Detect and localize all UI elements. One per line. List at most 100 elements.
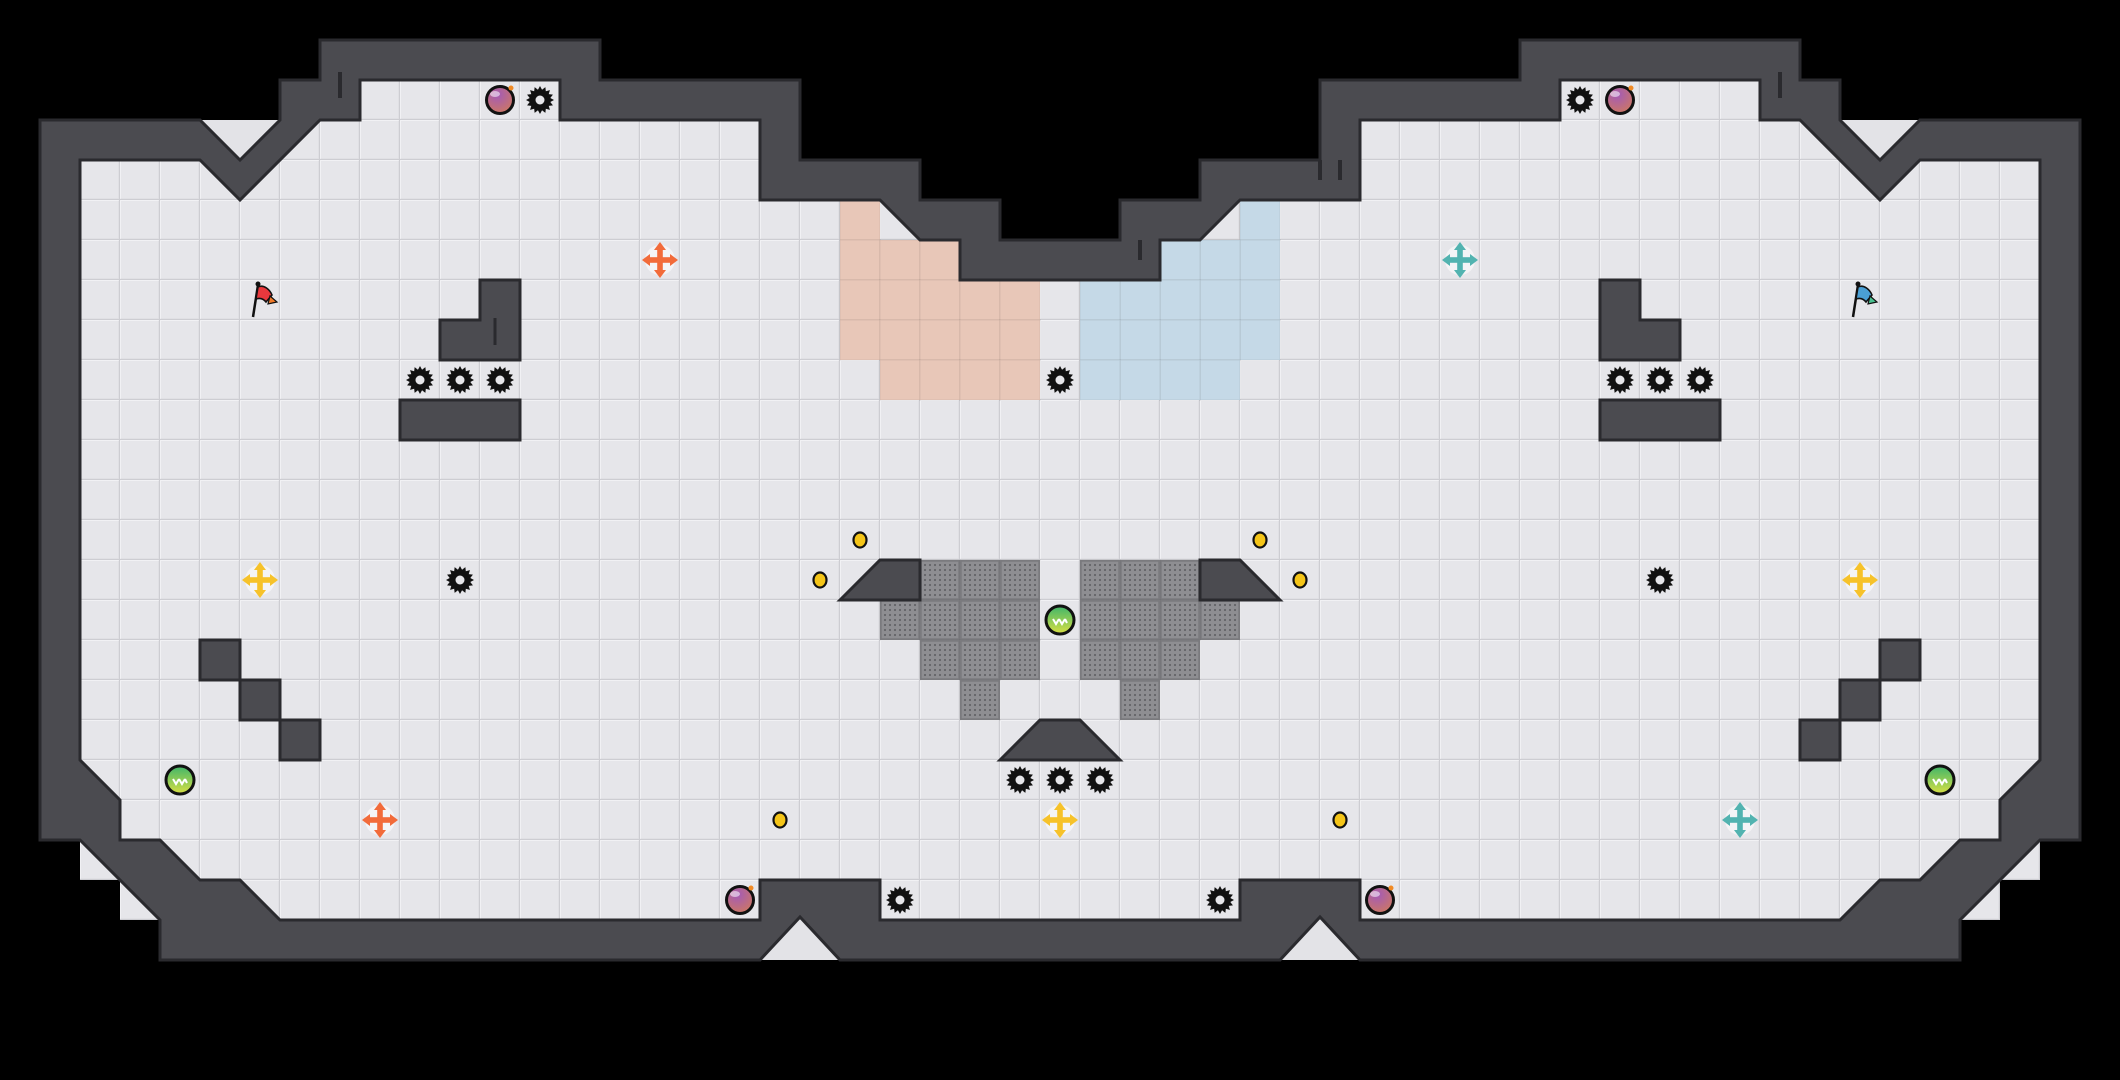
red-team-zone-tile xyxy=(839,319,881,361)
flag-tip xyxy=(1867,294,1879,305)
blue-team-zone-tile xyxy=(1199,359,1241,401)
blue-team-zone-tile xyxy=(1119,279,1161,321)
spike-gear-icon xyxy=(486,366,514,394)
red-team-zone-tile xyxy=(959,319,1001,361)
blue-team-zone-tile xyxy=(1199,279,1241,321)
arrow-right xyxy=(670,254,678,266)
bomb-icon xyxy=(1605,85,1635,115)
red-team-zone-tile xyxy=(919,359,961,401)
bomb-body xyxy=(725,885,755,915)
floor-area xyxy=(80,80,2040,920)
grate-tile xyxy=(1159,599,1201,641)
bomb-fuse xyxy=(508,85,514,91)
blue-team-zone-tile xyxy=(1159,359,1201,401)
blue-team-zone-tile xyxy=(1159,319,1201,361)
spike-gear-icon xyxy=(1086,766,1114,794)
red-team-zone-tile xyxy=(839,199,881,241)
spike-gear-icon xyxy=(526,86,554,114)
arrow-down xyxy=(254,590,266,598)
arrow-left xyxy=(1442,254,1450,266)
arrow-left xyxy=(362,814,370,826)
blue-team-zone-tile xyxy=(1239,239,1281,281)
cross-bar-h xyxy=(1728,817,1752,823)
spike-gear-icon xyxy=(1646,366,1674,394)
grate-tile xyxy=(959,559,1001,601)
green-orb-icon xyxy=(1044,604,1076,636)
grate-tile xyxy=(999,559,1041,601)
arrow-up xyxy=(1734,802,1746,810)
red-team-zone-tile xyxy=(959,359,1001,401)
wall-ramp xyxy=(836,558,922,602)
bomb-body xyxy=(485,85,515,115)
orb-marks xyxy=(172,778,188,786)
bomb-shine xyxy=(1610,91,1620,97)
flag-knob xyxy=(255,281,261,287)
red-team-zone-tile xyxy=(999,279,1041,321)
arrow-up xyxy=(254,562,266,570)
arrow-down xyxy=(374,830,386,838)
spike-hole xyxy=(495,375,505,385)
red-flag-icon xyxy=(251,281,279,318)
arrow-up xyxy=(1054,802,1066,810)
spike-gear-icon xyxy=(1646,566,1674,594)
four-way-arrow-icon xyxy=(362,802,398,838)
flag-knob xyxy=(1855,281,1861,287)
bomb-shine xyxy=(730,891,740,897)
grate-tile xyxy=(1159,559,1201,601)
blue-team-zone-tile xyxy=(1239,319,1281,361)
floor-notch xyxy=(200,120,280,165)
flag-cloth xyxy=(1854,285,1873,304)
cross-bar-h xyxy=(1448,257,1472,263)
spike-hole xyxy=(1655,575,1665,585)
green-orb-icon xyxy=(164,764,196,796)
four-way-arrow-icon xyxy=(1842,562,1878,598)
arrow-right xyxy=(1750,814,1758,826)
red-team-zone-tile xyxy=(919,239,961,281)
bomb-body xyxy=(1605,85,1635,115)
cross-bar-h xyxy=(1848,577,1872,583)
flag-cloth xyxy=(254,285,273,304)
arrow-up xyxy=(654,242,666,250)
bomb-icon xyxy=(485,85,515,115)
l-shaped-wall xyxy=(438,278,522,362)
red-team-zone-tile xyxy=(879,319,921,361)
grate-tile xyxy=(999,599,1041,641)
grate-tile xyxy=(919,559,961,601)
bomb-shine xyxy=(1370,891,1380,897)
arrow-right xyxy=(1470,254,1478,266)
spike-hole xyxy=(455,375,465,385)
bomb-fuse xyxy=(748,885,754,891)
grate-tile xyxy=(1079,599,1121,641)
spike-hole xyxy=(1095,775,1105,785)
red-team-zone-tile xyxy=(879,359,921,401)
spike-gear-icon xyxy=(1606,366,1634,394)
cross-bar-h xyxy=(368,817,392,823)
flag-tip xyxy=(267,294,279,305)
four-way-arrow-icon xyxy=(1042,802,1078,838)
spike-gear-icon xyxy=(1046,766,1074,794)
wall-block xyxy=(278,718,322,762)
arrow-right xyxy=(1870,574,1878,586)
arrow-left xyxy=(1722,814,1730,826)
bomb-body xyxy=(1365,885,1395,915)
grate-tile xyxy=(959,679,1001,721)
arrow-left xyxy=(1842,574,1850,586)
arrow-down xyxy=(1454,270,1466,278)
wall-block xyxy=(1878,638,1922,682)
grate-tile xyxy=(1119,599,1161,641)
blue-flag-icon xyxy=(1851,281,1879,318)
spike-gear-icon xyxy=(406,366,434,394)
blue-team-zone-tile xyxy=(1079,359,1121,401)
coin-icon xyxy=(772,811,788,829)
floor-notch xyxy=(1280,915,1360,960)
spike-hole xyxy=(1575,95,1585,105)
wall-block xyxy=(198,638,242,682)
arrow-right xyxy=(390,814,398,826)
bomb-icon xyxy=(725,885,755,915)
spike-hole xyxy=(455,575,465,585)
bomb-icon xyxy=(1365,885,1395,915)
grate-tile xyxy=(919,639,961,681)
spike-hole xyxy=(895,895,905,905)
red-team-zone-tile xyxy=(919,319,961,361)
